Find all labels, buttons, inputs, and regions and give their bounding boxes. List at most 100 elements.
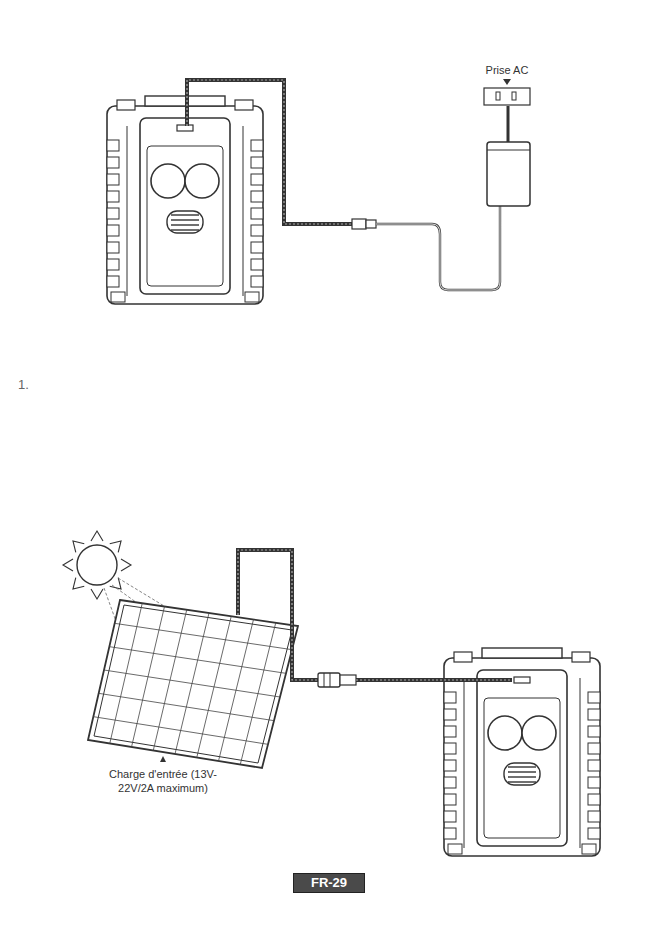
device-corner bbox=[117, 100, 135, 110]
solar-cable bbox=[356, 679, 512, 680]
side-rib bbox=[251, 208, 263, 219]
side-rib bbox=[444, 760, 456, 771]
side-rib bbox=[107, 259, 119, 270]
dc-cable bbox=[187, 80, 352, 224]
ac-adapter bbox=[487, 150, 530, 151]
side-rib bbox=[107, 140, 119, 151]
front-panel bbox=[147, 146, 223, 286]
ac-outlet bbox=[512, 92, 516, 100]
ac-outlet bbox=[484, 88, 530, 105]
side-rib bbox=[251, 242, 263, 253]
cable-connector bbox=[330, 673, 331, 687]
drawing-stroke bbox=[464, 678, 465, 848]
front-panel bbox=[484, 698, 560, 838]
side-rib bbox=[588, 692, 600, 703]
adapter-cable bbox=[376, 206, 500, 290]
side-rib bbox=[444, 777, 456, 788]
speaker-grille bbox=[504, 763, 540, 785]
side-rib bbox=[251, 174, 263, 185]
front-panel bbox=[477, 670, 567, 846]
text-label: Prise AC bbox=[460, 63, 554, 77]
pointer-triangle bbox=[503, 79, 511, 85]
cell-grid bbox=[93, 717, 268, 745]
side-rib bbox=[444, 709, 456, 720]
side-rib bbox=[588, 726, 600, 737]
side-rib bbox=[107, 157, 119, 168]
cable-connector bbox=[340, 675, 356, 685]
side-rib bbox=[444, 743, 456, 754]
side-rib bbox=[251, 259, 263, 270]
dc-port bbox=[514, 677, 530, 683]
panel-frame bbox=[88, 600, 298, 768]
plug-cord bbox=[507, 106, 510, 142]
cell-grid bbox=[115, 623, 292, 649]
side-rib bbox=[588, 777, 600, 788]
speaker-grille bbox=[167, 211, 203, 233]
dc-cable bbox=[187, 80, 352, 224]
sun-ray bbox=[91, 531, 103, 541]
page-number: FR-29 bbox=[300, 875, 358, 891]
side-rib bbox=[444, 811, 456, 822]
solar-cable bbox=[238, 550, 318, 680]
ac-adapter bbox=[487, 142, 530, 206]
sun-ray bbox=[73, 578, 84, 589]
cable-connector bbox=[352, 219, 366, 229]
drawing-stroke bbox=[508, 771, 536, 772]
sun-ray bbox=[63, 559, 73, 571]
side-rib bbox=[107, 208, 119, 219]
drawing-stroke bbox=[508, 776, 536, 777]
page-number-box: FR-29 bbox=[293, 873, 365, 893]
device-corner bbox=[454, 652, 472, 662]
sun-ray bbox=[121, 559, 131, 571]
side-rib bbox=[444, 828, 456, 839]
pointer-triangle bbox=[160, 756, 166, 762]
device-foot bbox=[448, 844, 462, 854]
power-station bbox=[107, 96, 263, 304]
device-foot bbox=[245, 292, 259, 302]
drawing-stroke bbox=[171, 219, 199, 220]
text-label: Charge d'entrée (13V-22V/2A maximum) bbox=[93, 767, 233, 795]
side-rib bbox=[588, 709, 600, 720]
device-corner bbox=[235, 100, 253, 110]
side-rib bbox=[107, 225, 119, 236]
side-rib bbox=[251, 225, 263, 236]
device-housing bbox=[444, 658, 600, 856]
cell-grid bbox=[104, 670, 280, 697]
sun-ray bbox=[110, 541, 121, 552]
solar-cable bbox=[356, 678, 512, 682]
side-rib bbox=[107, 276, 119, 287]
drawing-stroke bbox=[243, 126, 244, 296]
side-rib bbox=[588, 743, 600, 754]
drawing-stroke bbox=[508, 781, 536, 782]
drawing-stroke bbox=[171, 214, 199, 215]
text-label: 1. bbox=[18, 378, 29, 392]
device-housing bbox=[107, 106, 263, 304]
sun-disc bbox=[77, 545, 117, 585]
sun-ray bbox=[110, 578, 121, 589]
drawing-stroke bbox=[508, 766, 536, 767]
side-rib bbox=[588, 794, 600, 805]
cable-connector bbox=[324, 673, 325, 687]
side-rib bbox=[444, 794, 456, 805]
sun-ray bbox=[91, 589, 103, 599]
side-rib bbox=[107, 242, 119, 253]
output-socket bbox=[488, 716, 522, 750]
cable-connector bbox=[318, 673, 340, 687]
side-rib bbox=[251, 157, 263, 168]
side-rib bbox=[107, 191, 119, 202]
output-socket bbox=[522, 716, 556, 750]
side-rib bbox=[588, 828, 600, 839]
output-socket bbox=[185, 164, 219, 198]
side-rib bbox=[107, 174, 119, 185]
drawing-stroke bbox=[171, 229, 199, 230]
cell-grid bbox=[99, 693, 274, 720]
side-rib bbox=[444, 726, 456, 737]
side-rib bbox=[251, 140, 263, 151]
adapter-cable bbox=[376, 206, 500, 290]
device-foot bbox=[582, 844, 596, 854]
drawing-stroke bbox=[580, 678, 581, 848]
device-handle bbox=[482, 648, 562, 658]
cable-connector bbox=[366, 220, 376, 228]
sun-symbol bbox=[63, 531, 131, 599]
